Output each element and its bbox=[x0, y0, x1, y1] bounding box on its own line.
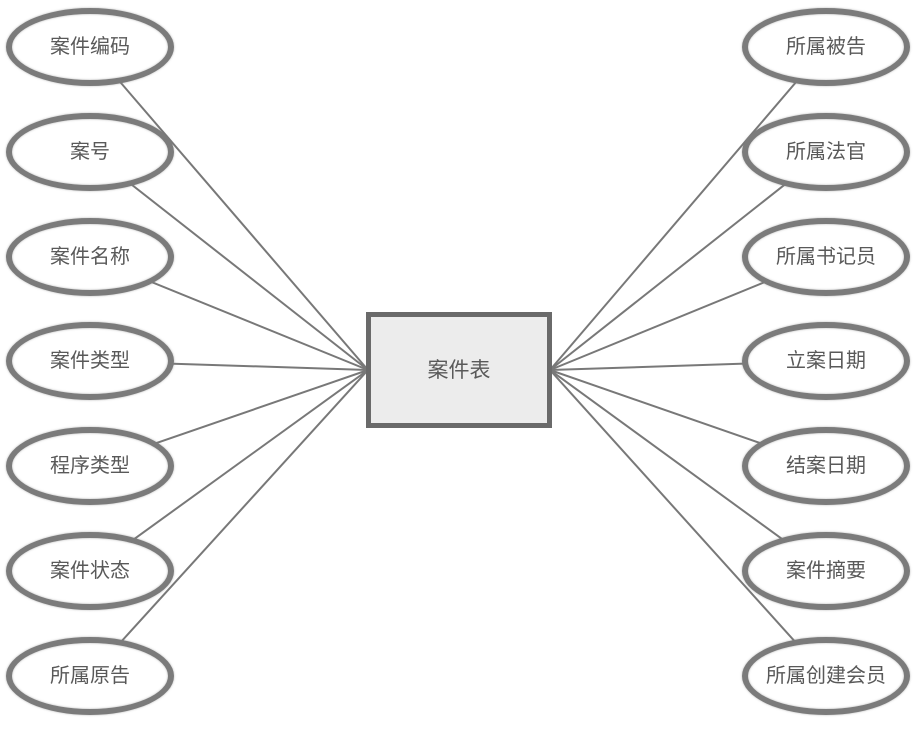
attribute-ellipse[interactable]: 案件类型 bbox=[6, 322, 174, 400]
attribute-ellipse[interactable]: 结案日期 bbox=[742, 427, 910, 505]
attribute-label: 所属原告 bbox=[50, 665, 130, 687]
attribute-label: 立案日期 bbox=[786, 350, 866, 372]
entity-label: 案件表 bbox=[427, 358, 491, 382]
attribute-label: 案件摘要 bbox=[786, 560, 866, 582]
attribute-ellipse[interactable]: 所属被告 bbox=[742, 8, 910, 86]
attribute-label: 案件状态 bbox=[50, 560, 130, 582]
attribute-ellipse[interactable]: 程序类型 bbox=[6, 427, 174, 505]
entity-box-case-table[interactable]: 案件表 bbox=[366, 312, 552, 428]
attribute-ellipse[interactable]: 所属原告 bbox=[6, 637, 174, 715]
connector-line bbox=[549, 46, 827, 371]
attribute-label: 所属法官 bbox=[786, 141, 866, 163]
attribute-label: 所属创建会员 bbox=[766, 665, 886, 687]
attribute-ellipse[interactable]: 案件状态 bbox=[6, 532, 174, 610]
connector-line bbox=[549, 151, 827, 371]
attribute-label: 案件编码 bbox=[50, 36, 130, 58]
attribute-label: 程序类型 bbox=[50, 455, 130, 477]
attribute-label: 案号 bbox=[70, 141, 110, 163]
attribute-ellipse[interactable]: 所属创建会员 bbox=[742, 637, 910, 715]
attribute-label: 结案日期 bbox=[786, 455, 866, 477]
attribute-label: 所属书记员 bbox=[776, 246, 876, 268]
attribute-ellipse[interactable]: 所属书记员 bbox=[742, 218, 910, 296]
attribute-ellipse[interactable]: 案件摘要 bbox=[742, 532, 910, 610]
connector-line bbox=[89, 46, 369, 371]
attribute-label: 案件类型 bbox=[50, 350, 130, 372]
attribute-label: 所属被告 bbox=[786, 36, 866, 58]
attribute-ellipse[interactable]: 立案日期 bbox=[742, 322, 910, 400]
attribute-ellipse[interactable]: 案件编码 bbox=[6, 8, 174, 86]
connector-line bbox=[549, 369, 827, 677]
attribute-ellipse[interactable]: 案号 bbox=[6, 113, 174, 191]
attribute-label: 案件名称 bbox=[50, 246, 130, 268]
connector-line bbox=[89, 151, 369, 371]
attribute-ellipse[interactable]: 案件名称 bbox=[6, 218, 174, 296]
connector-line bbox=[89, 369, 369, 677]
attribute-ellipse[interactable]: 所属法官 bbox=[742, 113, 910, 191]
